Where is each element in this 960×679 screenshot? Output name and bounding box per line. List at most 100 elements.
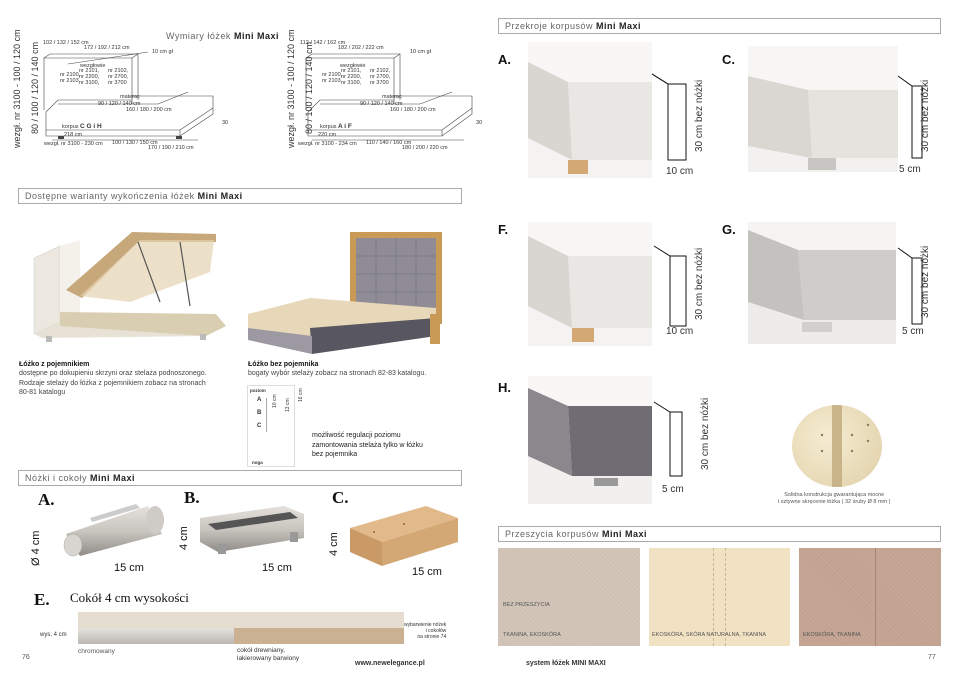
section-f-profile xyxy=(653,245,687,327)
stitch-seam xyxy=(875,548,876,646)
website: www.newelegance.pl xyxy=(355,660,425,667)
storage-bed-illustration xyxy=(20,212,242,352)
left-mattress-widths: 90 / 120 / 140 cm xyxy=(98,101,141,107)
right-codes-b: nr 2101, nr 2200, nr 3100, xyxy=(341,68,362,86)
section-c-photo xyxy=(748,46,898,172)
left-codes-a: nr 2100, nr 2103 xyxy=(60,72,81,84)
sections-header: Przekroje korpusów Mini Maxi xyxy=(498,18,941,34)
leg-a-label: A. xyxy=(38,490,55,509)
page-number-right: 77 xyxy=(928,654,936,661)
leg-b-height: 4 cm xyxy=(178,526,190,550)
leg-a-diameter: Ø 4 cm xyxy=(30,530,42,566)
bed-dimension-drawing-right xyxy=(305,53,473,141)
swatch-1-top-label: BEZ PRZESZYCIA xyxy=(503,602,550,608)
page-number-left: 76 xyxy=(22,654,30,661)
left-top-widths: 102 / 132 / 152 cm xyxy=(43,40,89,46)
fabric-swatch-1 xyxy=(498,548,640,646)
leg-a-length: 15 cm xyxy=(114,562,144,574)
section-a-height: 30 cm bez nóżki xyxy=(694,79,705,152)
dimensions-title: Wymiary łóżek Mini Maxi xyxy=(166,31,279,41)
left-height-v2: 80 / 100 / 120 / 140 cm xyxy=(30,41,40,134)
leg-c-block xyxy=(350,506,458,566)
section-c-profile xyxy=(897,75,923,159)
right-bottom-lengths: 180 / 200 / 220 cm xyxy=(402,145,448,151)
right-mattress-lengths: 160 / 180 / 200 cm xyxy=(390,107,436,113)
level-dim-2: 13 cm xyxy=(285,398,291,412)
right-height-v2: 80 / 100 / 120 / 140 cm xyxy=(304,41,314,134)
swatch-1-bottom-label: TKANINA, EKOSKÓRA xyxy=(503,632,561,638)
without-storage-title: Łóżko bez pojemnika xyxy=(248,361,319,368)
bed-without-storage-image xyxy=(240,228,464,358)
section-c-label: C. xyxy=(722,52,735,67)
plinth-chrome-label: chromowany xyxy=(78,648,115,655)
right-inner-widths: 182 / 202 / 222 cm xyxy=(338,45,384,51)
left-depth-long: wezgł. nr 3100 - 230 cm xyxy=(44,141,103,147)
plinth-chrome xyxy=(78,628,234,644)
section-f-photo xyxy=(528,222,652,346)
right-bottom-widths: 110 / 140 / 160 cm xyxy=(366,140,412,146)
leg-b-label: B. xyxy=(184,488,200,507)
section-c-width: 5 cm xyxy=(899,164,921,175)
right-depth: 10 cm gł xyxy=(410,49,431,55)
without-storage-text: bogaty wybór stelaży zobacz na stronach … xyxy=(248,370,427,377)
bed-dimension-drawing-left xyxy=(43,51,214,141)
level-rails xyxy=(266,398,276,432)
left-bottom-widths: 100 / 130 / 150 cm xyxy=(112,140,158,146)
with-storage-text: dostępne po dokupieniu skrzyni oraz stel… xyxy=(19,370,207,396)
level-a: A xyxy=(257,397,262,403)
right-mattress: materac xyxy=(382,94,402,100)
leg-label: noga xyxy=(252,460,263,465)
section-g-height: 30 cm bez nóżki xyxy=(920,245,931,318)
right-mattress-widths: 90 / 120 / 140 cm xyxy=(360,101,403,107)
frame-construction-photo xyxy=(792,405,882,487)
right-codes-a: nr 2100, nr 2103 xyxy=(322,72,343,84)
level-head: poziom xyxy=(250,388,266,393)
section-a-width: 10 cm xyxy=(666,166,694,177)
system-name: system łóżek MINI MAXI xyxy=(526,660,606,667)
section-h-photo xyxy=(528,376,652,504)
regulation-text: możliwość regulacji poziomu zamontowania… xyxy=(312,432,423,458)
left-base: korpus C G i H xyxy=(62,123,102,130)
section-g-label: G. xyxy=(722,222,736,237)
level-dim-3: 16 cm xyxy=(298,388,304,402)
section-h-width: 5 cm xyxy=(662,484,684,495)
stitch-line-1 xyxy=(713,548,714,646)
right-height-v: wezgł. nr 3100 - 100 / 120 cm xyxy=(286,29,296,148)
left-mattress: materac xyxy=(120,94,140,100)
left-depth: 10 cm gł xyxy=(152,49,173,55)
legs-header: Nóżki i cokoły Mini Maxi xyxy=(18,470,462,486)
section-h-height: 30 cm bez nóżki xyxy=(700,397,711,470)
frame-caption: Solidna konstrukcja gwarantująca mocne i… xyxy=(778,492,891,505)
section-f-height: 30 cm bez nóżki xyxy=(694,247,705,320)
left-mattress-lengths: 160 / 180 / 200 cm xyxy=(126,107,172,113)
right-top-widths: 112 / 142 / 162 cm xyxy=(300,40,346,46)
plinth-wood-label: cokół drewniany, lakierowany barwiony xyxy=(237,647,300,662)
section-f-width: 10 cm xyxy=(666,326,694,337)
swatch-2-label: EKOSKÓRA, SKÓRA NATURALNA, TKANINA xyxy=(652,632,767,638)
section-a-label: A. xyxy=(498,52,511,67)
right-base: korpus A i F xyxy=(320,123,352,130)
left-codes-c: nr 2102, nr 2700, nr 3700 xyxy=(108,68,129,86)
fabric-swatch-2 xyxy=(649,548,790,646)
section-a-profile xyxy=(651,73,687,161)
left-depth-total: 218 cm xyxy=(64,132,83,138)
leg-b-length: 15 cm xyxy=(262,562,292,574)
plinth-upholstery xyxy=(78,612,404,628)
frame-level-diagram: poziom A B C noga xyxy=(247,385,295,467)
plinth-e-label: E. xyxy=(34,590,50,609)
right-depth-long: wezgł. nr 3100 - 234 cm xyxy=(298,141,357,147)
plinth-wood xyxy=(234,628,404,644)
left-height-v: wezgł. nr 3100 - 100 / 120 cm xyxy=(12,29,22,148)
section-c-height: 30 cm bez nóżki xyxy=(920,79,931,152)
left-inner-widths: 172 / 192 / 212 cm xyxy=(84,45,130,51)
with-storage-title: Łóżko z pojemnikiem xyxy=(19,361,90,368)
section-g-width: 5 cm xyxy=(902,326,924,337)
right-headboard: wezgłowie xyxy=(340,63,366,69)
level-b: B xyxy=(257,410,262,416)
section-f-label: F. xyxy=(498,222,509,237)
section-a-photo xyxy=(528,42,652,178)
level-dim-1: 10 cm xyxy=(272,394,278,408)
section-h-label: H. xyxy=(498,380,511,395)
right-codes-c: nr 2102, nr 2700, nr 3700 xyxy=(370,68,391,86)
platform-bed-illustration xyxy=(240,228,464,358)
